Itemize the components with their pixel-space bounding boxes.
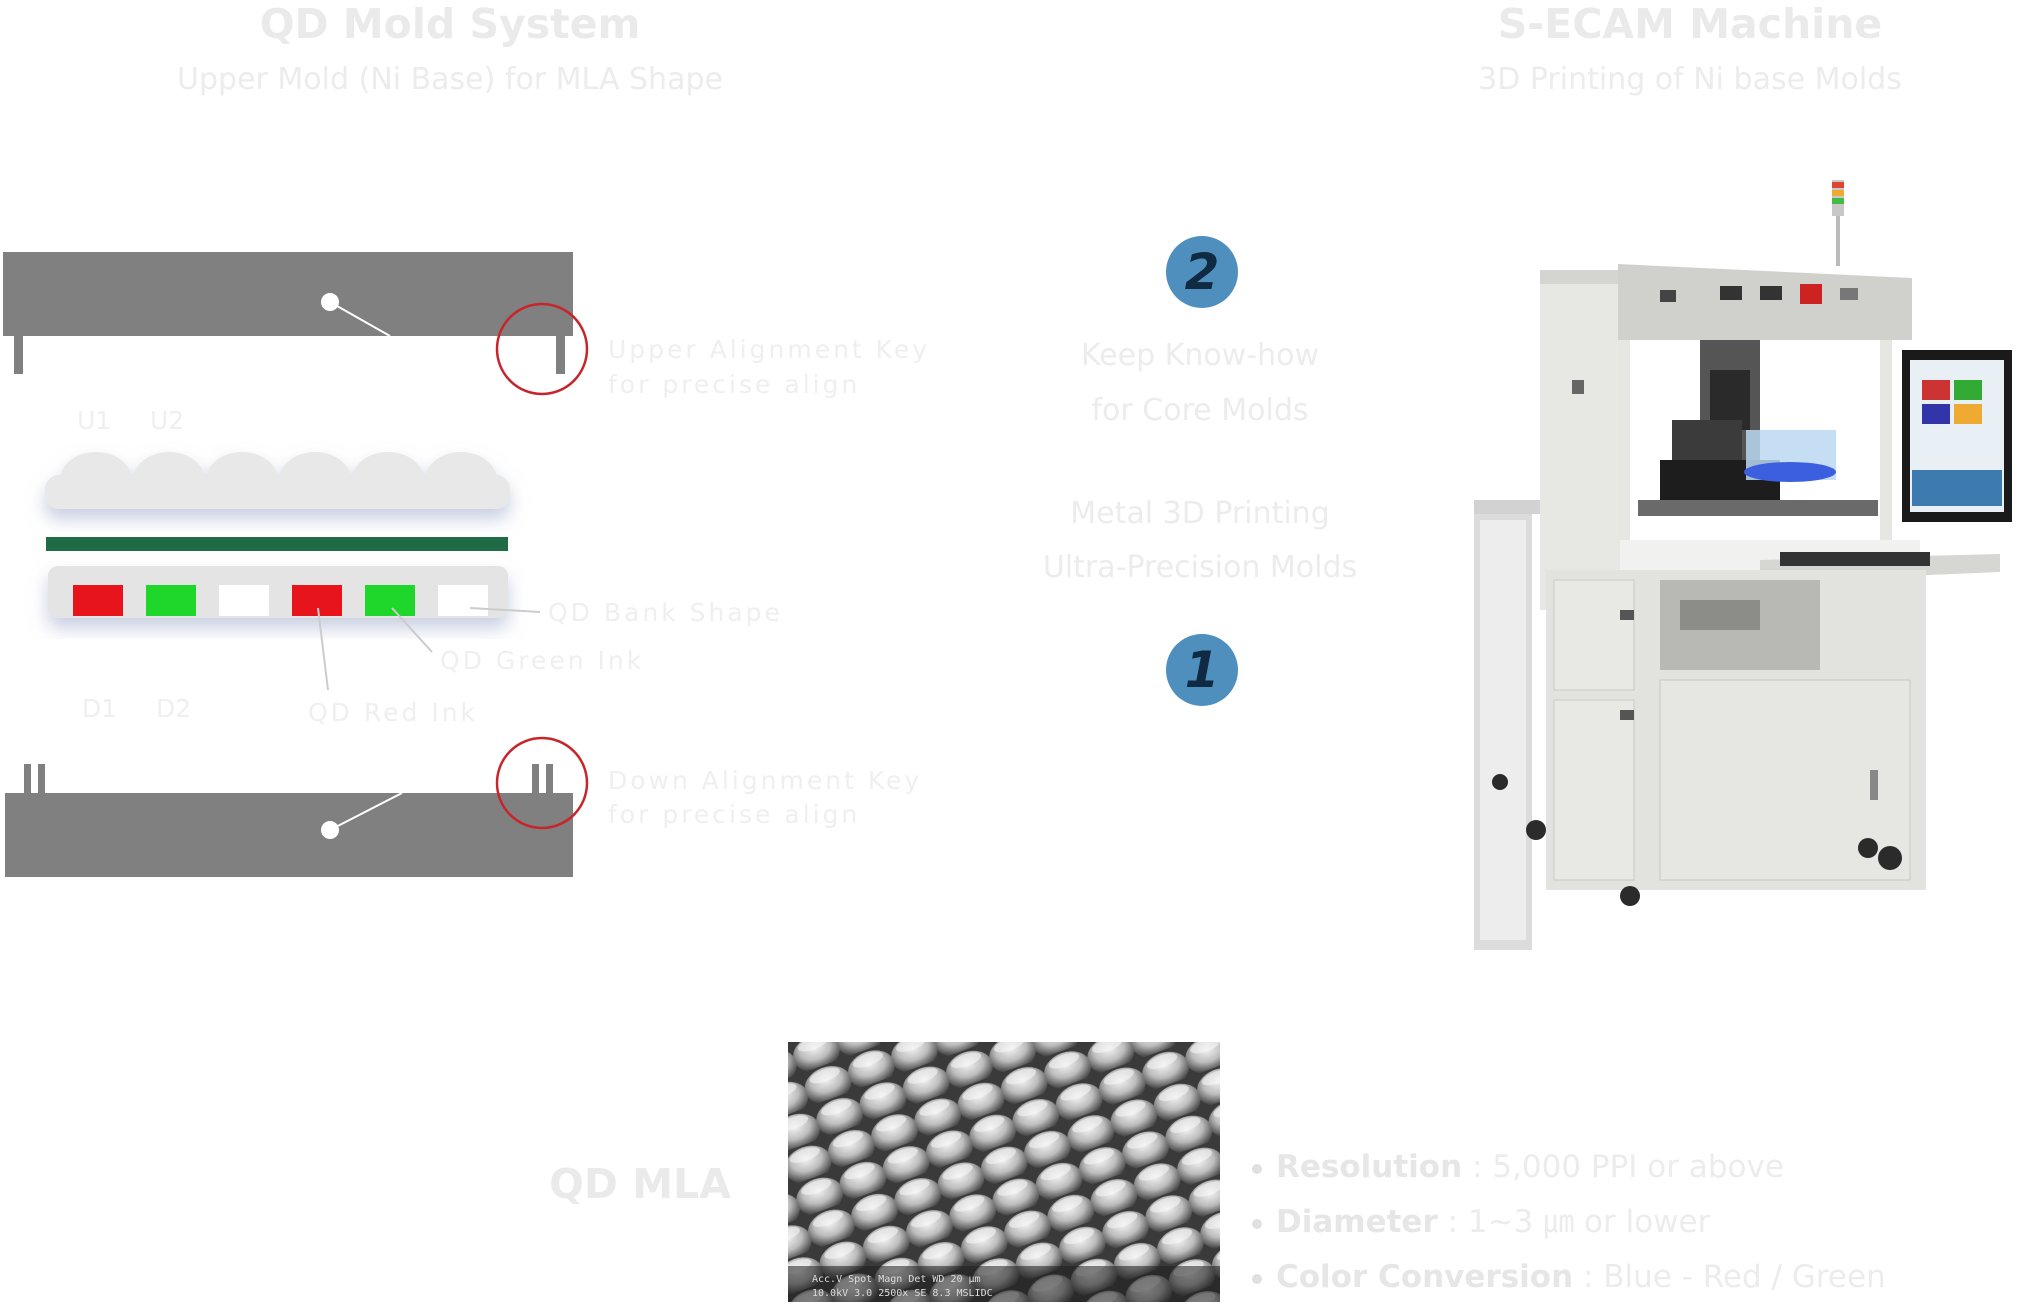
sem-caption: Acc.V Spot Magn Det WD 20 µm xyxy=(812,1274,981,1285)
mold-system-title: QD Mold System xyxy=(259,0,641,48)
qd-bank-label: QD Bank Shape xyxy=(548,598,783,627)
secam-title: S-ECAM Machine xyxy=(1497,0,1883,48)
spec-diameter: Diameter : 1~3 ㎛ or lower xyxy=(1252,1195,1886,1250)
know-how-line-1: Keep Know-how xyxy=(1081,338,1319,373)
label-d2: D2 xyxy=(156,694,192,723)
spec-resolution: Resolution : 5,000 PPI or above xyxy=(1252,1140,1886,1195)
printing-line-2: Ultra-Precision Molds xyxy=(1042,550,1358,585)
upper-key-label-1: Upper Alignment Key xyxy=(608,335,931,364)
sem-microlens-image: Acc.V Spot Magn Det WD 20 µm 10.0kV 3.0 … xyxy=(788,1042,1220,1302)
step-badge-1: 1 xyxy=(1166,634,1238,706)
label-u1: U1 xyxy=(77,406,112,435)
upper-alignment-circle xyxy=(495,302,589,396)
secam-subtitle: 3D Printing of Ni base Molds xyxy=(1478,62,1902,97)
printing-line-1: Metal 3D Printing xyxy=(1070,496,1330,531)
qd-red-cell-2 xyxy=(292,585,342,616)
spec-color-conversion: Color Conversion : Blue - Red / Green xyxy=(1252,1250,1886,1305)
qd-green-label: QD Green Ink xyxy=(440,646,645,675)
down-mold xyxy=(5,764,573,877)
down-key-label-2: for precise align xyxy=(608,800,861,829)
qd-red-cell-1 xyxy=(73,585,123,616)
qd-green-cell-1 xyxy=(146,585,196,616)
step-badge-2: 2 xyxy=(1166,236,1238,308)
mold-system-subtitle: Upper Mold (Ni Base) for MLA Shape xyxy=(177,62,723,97)
secam-machine-image xyxy=(1474,180,2012,950)
qd-empty-cell-2 xyxy=(438,585,488,616)
label-u2: U2 xyxy=(150,406,185,435)
green-substrate xyxy=(46,537,508,551)
bullet-icon xyxy=(1252,1273,1262,1284)
mla-spec-list: Resolution : 5,000 PPI or above Diameter… xyxy=(1252,1140,1886,1305)
bullet-icon xyxy=(1252,1163,1262,1174)
label-d1: D1 xyxy=(82,694,118,723)
qd-red-label: QD Red Ink xyxy=(308,698,479,727)
qd-mla-title: QD MLA xyxy=(549,1160,731,1208)
bullet-icon xyxy=(1252,1218,1262,1229)
sem-caption-2: 10.0kV 3.0 2500x SE 8.3 MSLIDC xyxy=(812,1288,993,1299)
upper-mold xyxy=(3,252,573,374)
know-how-line-2: for Core Molds xyxy=(1091,393,1309,428)
qd-mold-diagram xyxy=(3,252,589,877)
down-alignment-circle xyxy=(495,736,589,830)
qd-green-cell-2 xyxy=(365,585,415,616)
qd-empty-cell-1 xyxy=(219,585,269,616)
microlens-array xyxy=(45,452,510,509)
down-key-label-1: Down Alignment Key xyxy=(608,766,923,795)
upper-key-label-2: for precise align xyxy=(608,370,861,399)
